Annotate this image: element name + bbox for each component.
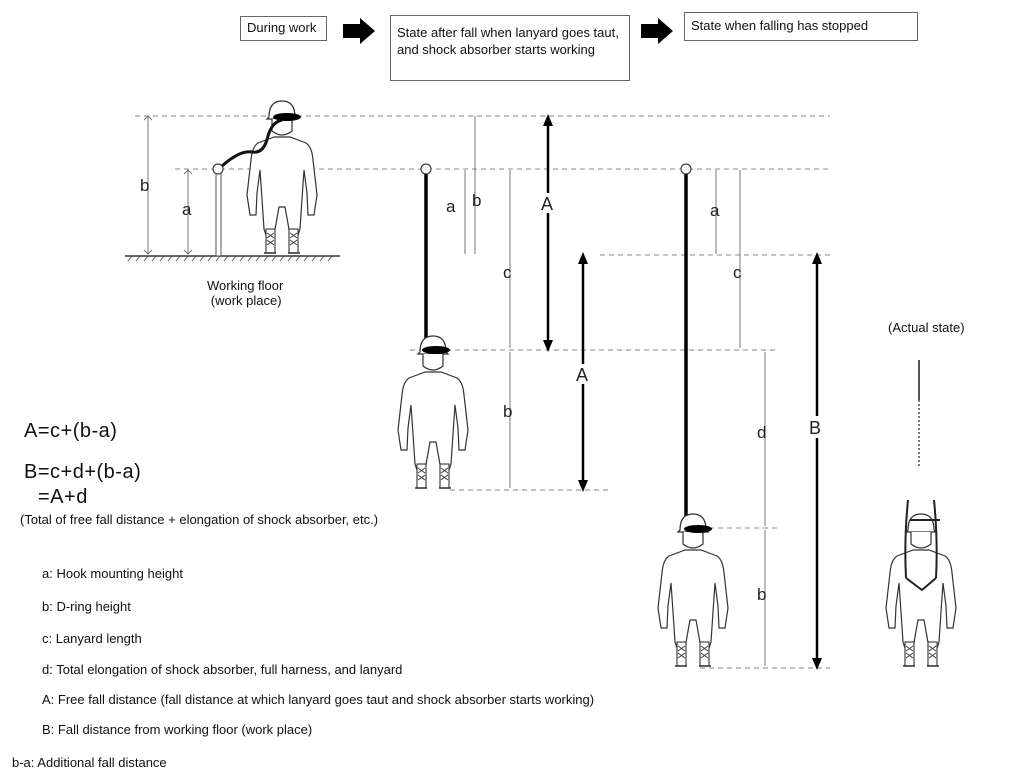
actual-state-label: (Actual state) [888,320,965,335]
stage-fall-stopped-label: State when falling has stopped [691,18,869,33]
dim-label-c: c [733,263,742,282]
legend-item: d: Total elongation of shock absorber, f… [42,662,403,677]
legend-item: A: Free fall distance (fall distance at … [42,692,595,707]
worker-figure-icon [246,100,318,254]
dim-label-b: b [503,402,512,421]
stage-lanyard-taut-label: State after fall when lanyard goes taut,… [397,25,619,57]
dim-label-B: B [809,418,821,438]
dimension-lines [143,115,766,666]
legend-item: a: Hook mounting height [42,566,183,581]
dim-label-b: b [472,191,481,210]
right-arrow-icon [343,18,375,44]
dim-label-A: A [541,194,553,214]
legend-item: c: Lanyard length [42,631,142,646]
formula-B: B=c+d+(b-a) [24,461,142,483]
formula-B-equivalent: =A+d [38,486,88,508]
legend-item: B: Fall distance from working floor (wor… [42,722,313,737]
worker-figure-icon [397,335,469,489]
stage-during-work-label: During work [247,20,317,35]
formula-A: A=c+(b-a) [24,420,118,442]
hook-icon [212,163,224,175]
dim-label-a: a [710,201,720,220]
formula-note: (Total of free fall distance + elongatio… [20,512,379,527]
d-ring-icon [273,113,301,121]
anchor-icon [680,163,692,175]
right-arrow-icon [641,18,673,44]
legend-item: b-a: Additional fall distance [12,755,167,770]
worker-figure-icon [657,513,729,667]
legend-item: b: D-ring height [42,599,131,614]
working-floor-label: Working floor (work place) [207,278,284,308]
dim-label-a: a [446,197,456,216]
dim-label-A: A [576,365,588,385]
anchor-icon [420,163,432,175]
dim-label-c: c [503,263,512,282]
stage-during-work: During work [240,16,327,41]
dim-label-a: a [182,200,192,219]
dim-label-b: b [757,585,766,604]
dim-label-b: b [140,176,149,195]
stage-lanyard-taut: State after fall when lanyard goes taut,… [390,15,630,81]
working-floor [125,255,340,262]
dim-label-d: d [757,423,766,442]
stage-fall-stopped: State when falling has stopped [684,12,918,41]
